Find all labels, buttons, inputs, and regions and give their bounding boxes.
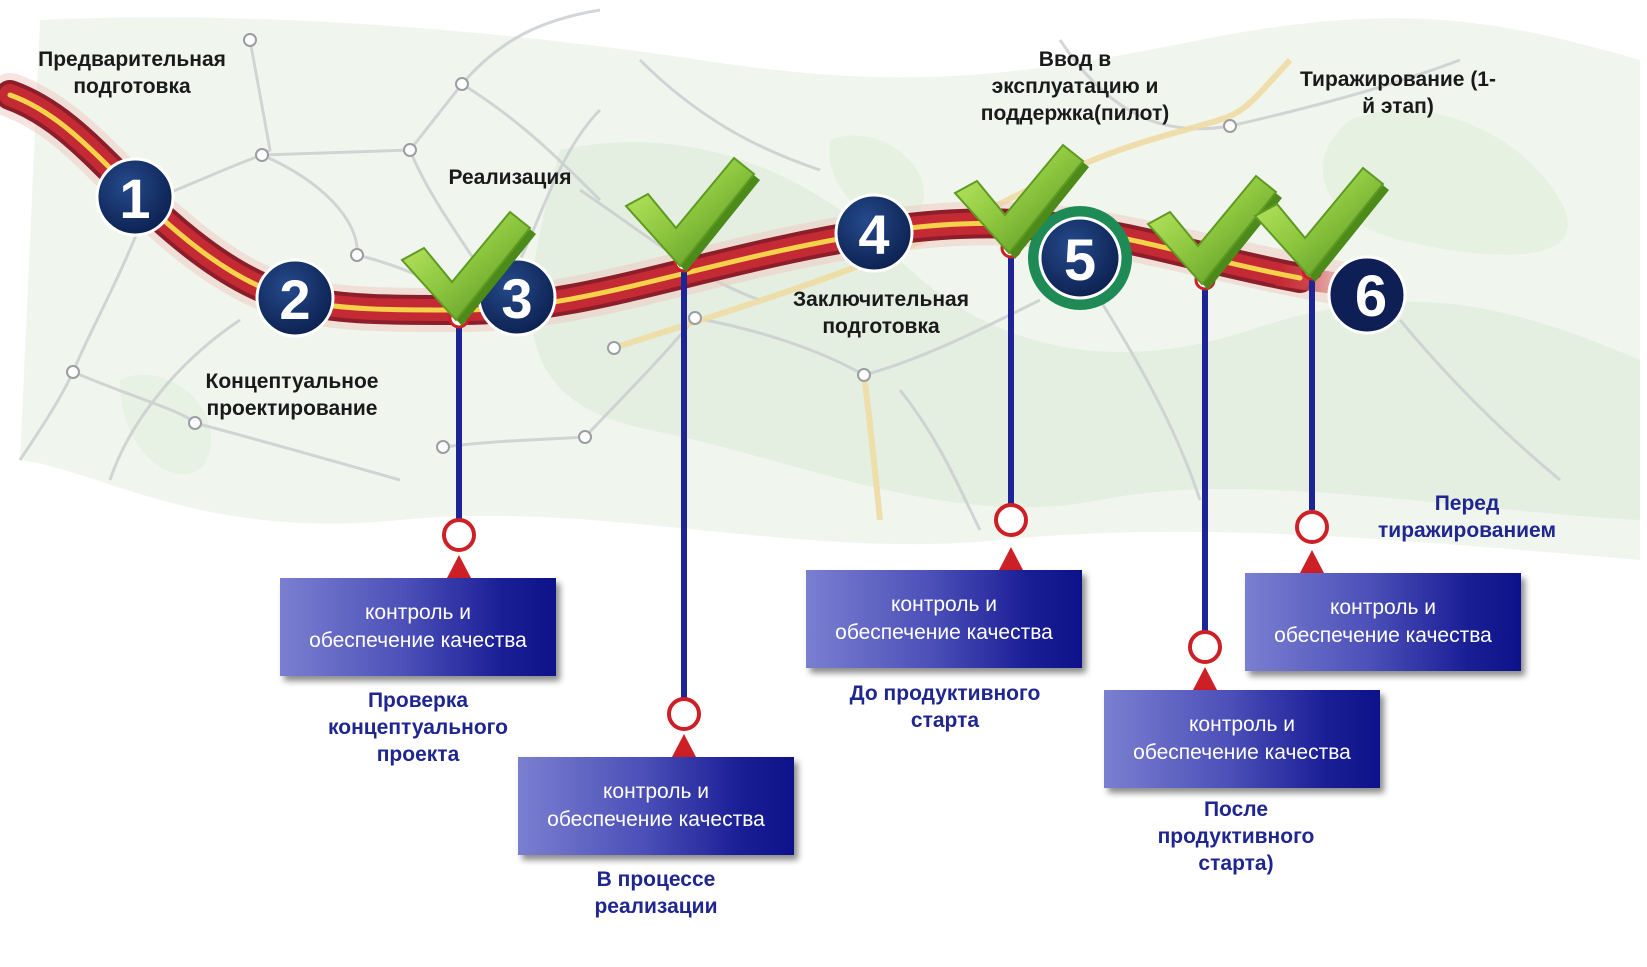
stage-label-5: Ввод в эксплуатацию и поддержка(пилот) <box>980 48 1170 125</box>
quality-control-box-1: контроль и обеспечение качества <box>280 578 556 676</box>
stage-label-3: Реализация <box>448 166 572 189</box>
stage-label-1: Предварительная подготовка <box>38 48 226 98</box>
checkmark-icon <box>624 156 760 272</box>
gate-caption-3: До продуктивного старта <box>849 682 1041 732</box>
stage-badge-6: 6 <box>1327 255 1407 335</box>
checkmark-icon <box>400 210 536 326</box>
checkmark-icon <box>1253 166 1389 282</box>
stage-label-2: Концептуальное проектирование <box>205 370 379 420</box>
gate-marker-1 <box>442 518 476 578</box>
quality-control-box-5: контроль и обеспечение качества <box>1245 573 1521 671</box>
gate-stems <box>456 250 1315 698</box>
gate-caption-4: После продуктивного старта) <box>1157 798 1315 875</box>
stage-badge-5: 5 <box>1028 206 1132 310</box>
stage-number-6: 6 <box>1355 264 1387 329</box>
stage-label-6: Тиражирование (1- й этап) <box>1300 68 1496 118</box>
quality-control-box-4: контроль и обеспечение качества <box>1104 690 1380 788</box>
stage-number-5: 5 <box>1064 228 1096 293</box>
stage-number-3: 3 <box>501 267 532 330</box>
checkmark-icon <box>953 143 1089 259</box>
stage-number-2: 2 <box>279 268 310 331</box>
gate-marker-3 <box>994 503 1028 570</box>
gate-caption-1: Проверка концептуального проекта <box>328 689 508 766</box>
stage-number-4: 4 <box>858 203 889 266</box>
quality-control-box-3: контроль и обеспечение качества <box>806 570 1082 668</box>
stage-badge-1: 1 <box>95 157 175 237</box>
map-highway <box>613 57 1293 521</box>
checkmark-icon <box>1146 174 1282 290</box>
gate-marker-5 <box>1295 510 1329 573</box>
quality-control-box-2: контроль и обеспечение качества <box>518 757 794 855</box>
stage-number-1: 1 <box>119 167 150 230</box>
stage-badge-2: 2 <box>255 258 335 338</box>
gate-caption-2: В процессе реализации <box>594 868 718 918</box>
gate-marker-2 <box>667 697 701 757</box>
stage-label-4: Заключительная подготовка <box>792 288 969 338</box>
gate-caption-5: Перед тиражированием <box>1378 492 1556 542</box>
stage-badge-4: 4 <box>834 193 914 273</box>
gate-marker-4 <box>1188 630 1222 690</box>
map-junctions <box>66 33 1237 454</box>
